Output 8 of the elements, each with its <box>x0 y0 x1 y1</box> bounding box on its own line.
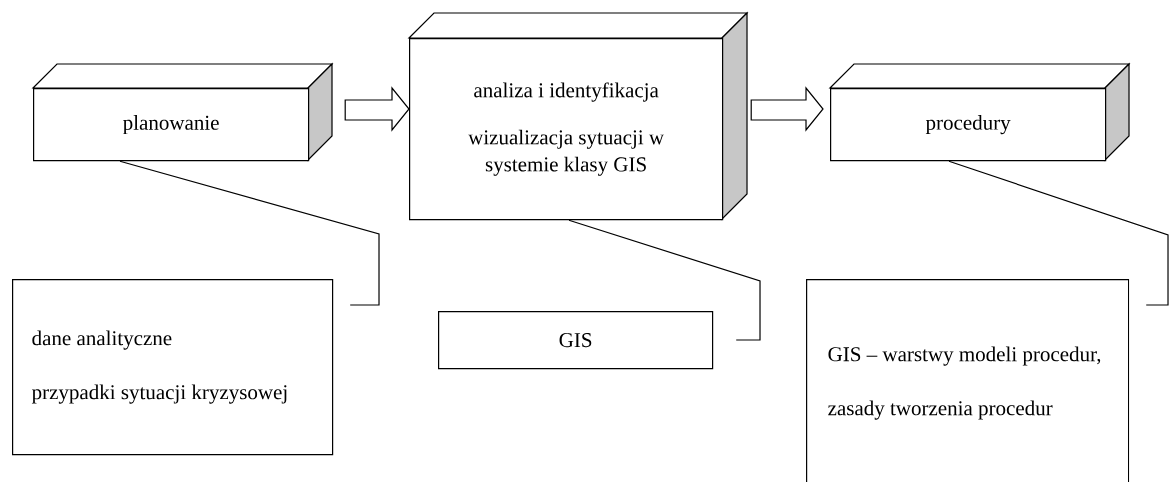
text-box: GIS – warstwy modeli procedur, zasady tworzenia procedur <box>806 279 1130 482</box>
connector-line <box>119 160 380 306</box>
block-arrow <box>344 86 410 132</box>
text-box: dane analityczne przypadki sytuacji kryzysowej <box>12 279 334 456</box>
text-box: GIS <box>438 311 714 370</box>
connector-line <box>568 219 761 341</box>
connector-line <box>948 160 1169 306</box>
block-arrow <box>750 86 824 132</box>
